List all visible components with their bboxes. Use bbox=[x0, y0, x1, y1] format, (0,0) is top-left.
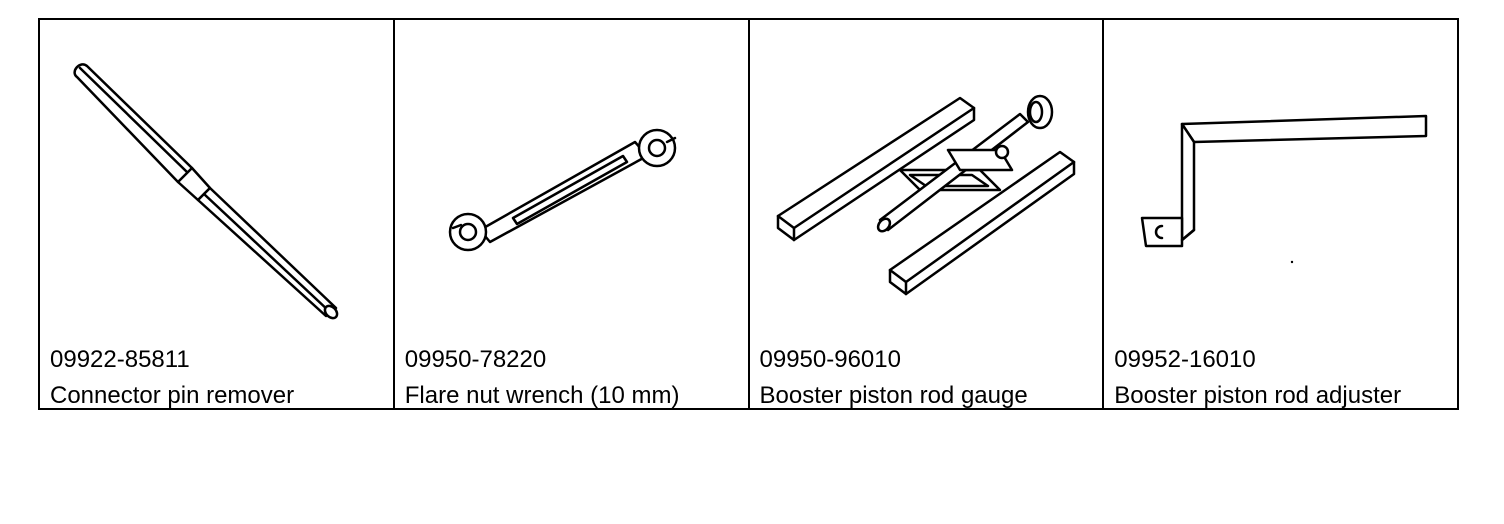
tool-cell-booster-piston-rod-gauge: 09950-96010 Booster piston rod gauge bbox=[750, 20, 1105, 409]
tool-caption: 09950-96010 Booster piston rod gauge bbox=[760, 342, 1028, 414]
part-number: 09950-78220 bbox=[404, 346, 547, 373]
flare-nut-wrench-icon bbox=[448, 128, 676, 252]
special-tools-table: 09922-85811 Connector pin remover 09 bbox=[38, 18, 1459, 410]
booster-piston-rod-adjuster-icon bbox=[1141, 114, 1428, 264]
booster-piston-rod-gauge-icon bbox=[776, 94, 1075, 296]
tool-caption: 09950-78220 Flare nut wrench (10 mm) bbox=[405, 342, 680, 414]
tool-caption: 09922-85811 Connector pin remover bbox=[50, 342, 294, 414]
tool-name: Booster piston rod adjuster bbox=[1114, 382, 1402, 409]
tool-name: Booster piston rod gauge bbox=[759, 382, 1028, 409]
part-number: 09922-85811 bbox=[50, 346, 190, 373]
tool-cell-booster-piston-rod-adjuster: 09952-16010 Booster piston rod adjuster bbox=[1104, 20, 1457, 409]
part-number: 09950-96010 bbox=[759, 346, 901, 373]
connector-pin-remover-icon bbox=[73, 63, 339, 320]
tool-cell-connector-pin-remover: 09922-85811 Connector pin remover bbox=[40, 20, 395, 409]
part-number: 09952-16010 bbox=[1114, 346, 1256, 373]
tool-name: Connector pin remover bbox=[50, 382, 295, 409]
tool-cell-flare-nut-wrench: 09950-78220 Flare nut wrench (10 mm) bbox=[395, 20, 750, 409]
tool-name: Flare nut wrench (10 mm) bbox=[404, 382, 680, 409]
tool-caption: 09952-16010 Booster piston rod adjuster bbox=[1114, 342, 1401, 414]
